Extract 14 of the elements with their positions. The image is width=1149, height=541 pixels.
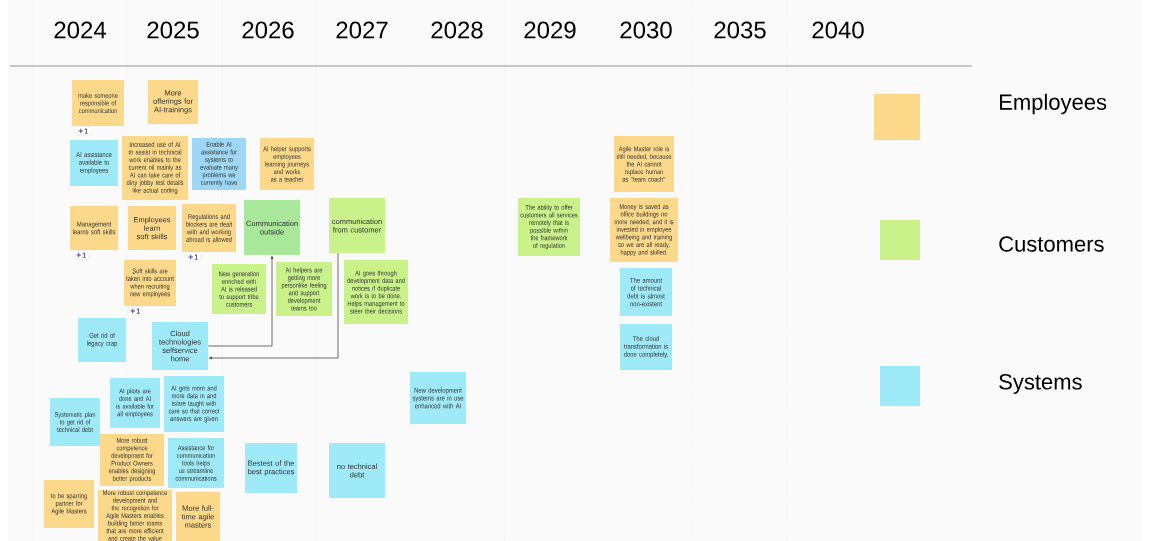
legend-label: Systems xyxy=(999,374,1082,394)
year-label: 2040 xyxy=(812,21,864,39)
legend-label: Employees xyxy=(1000,93,1107,115)
year-label: 2024 xyxy=(54,21,106,39)
year-label: 2030 xyxy=(620,21,672,39)
arrow xyxy=(207,255,274,347)
year-label: 2028 xyxy=(431,21,483,39)
year-label: 2029 xyxy=(524,21,576,39)
legend-label: Customers xyxy=(999,236,1104,252)
year-label: 2035 xyxy=(714,21,766,39)
year-label: 2027 xyxy=(336,21,388,39)
year-label: 2025 xyxy=(147,21,199,39)
arrow xyxy=(208,252,339,360)
year-label: 2026 xyxy=(242,21,294,39)
